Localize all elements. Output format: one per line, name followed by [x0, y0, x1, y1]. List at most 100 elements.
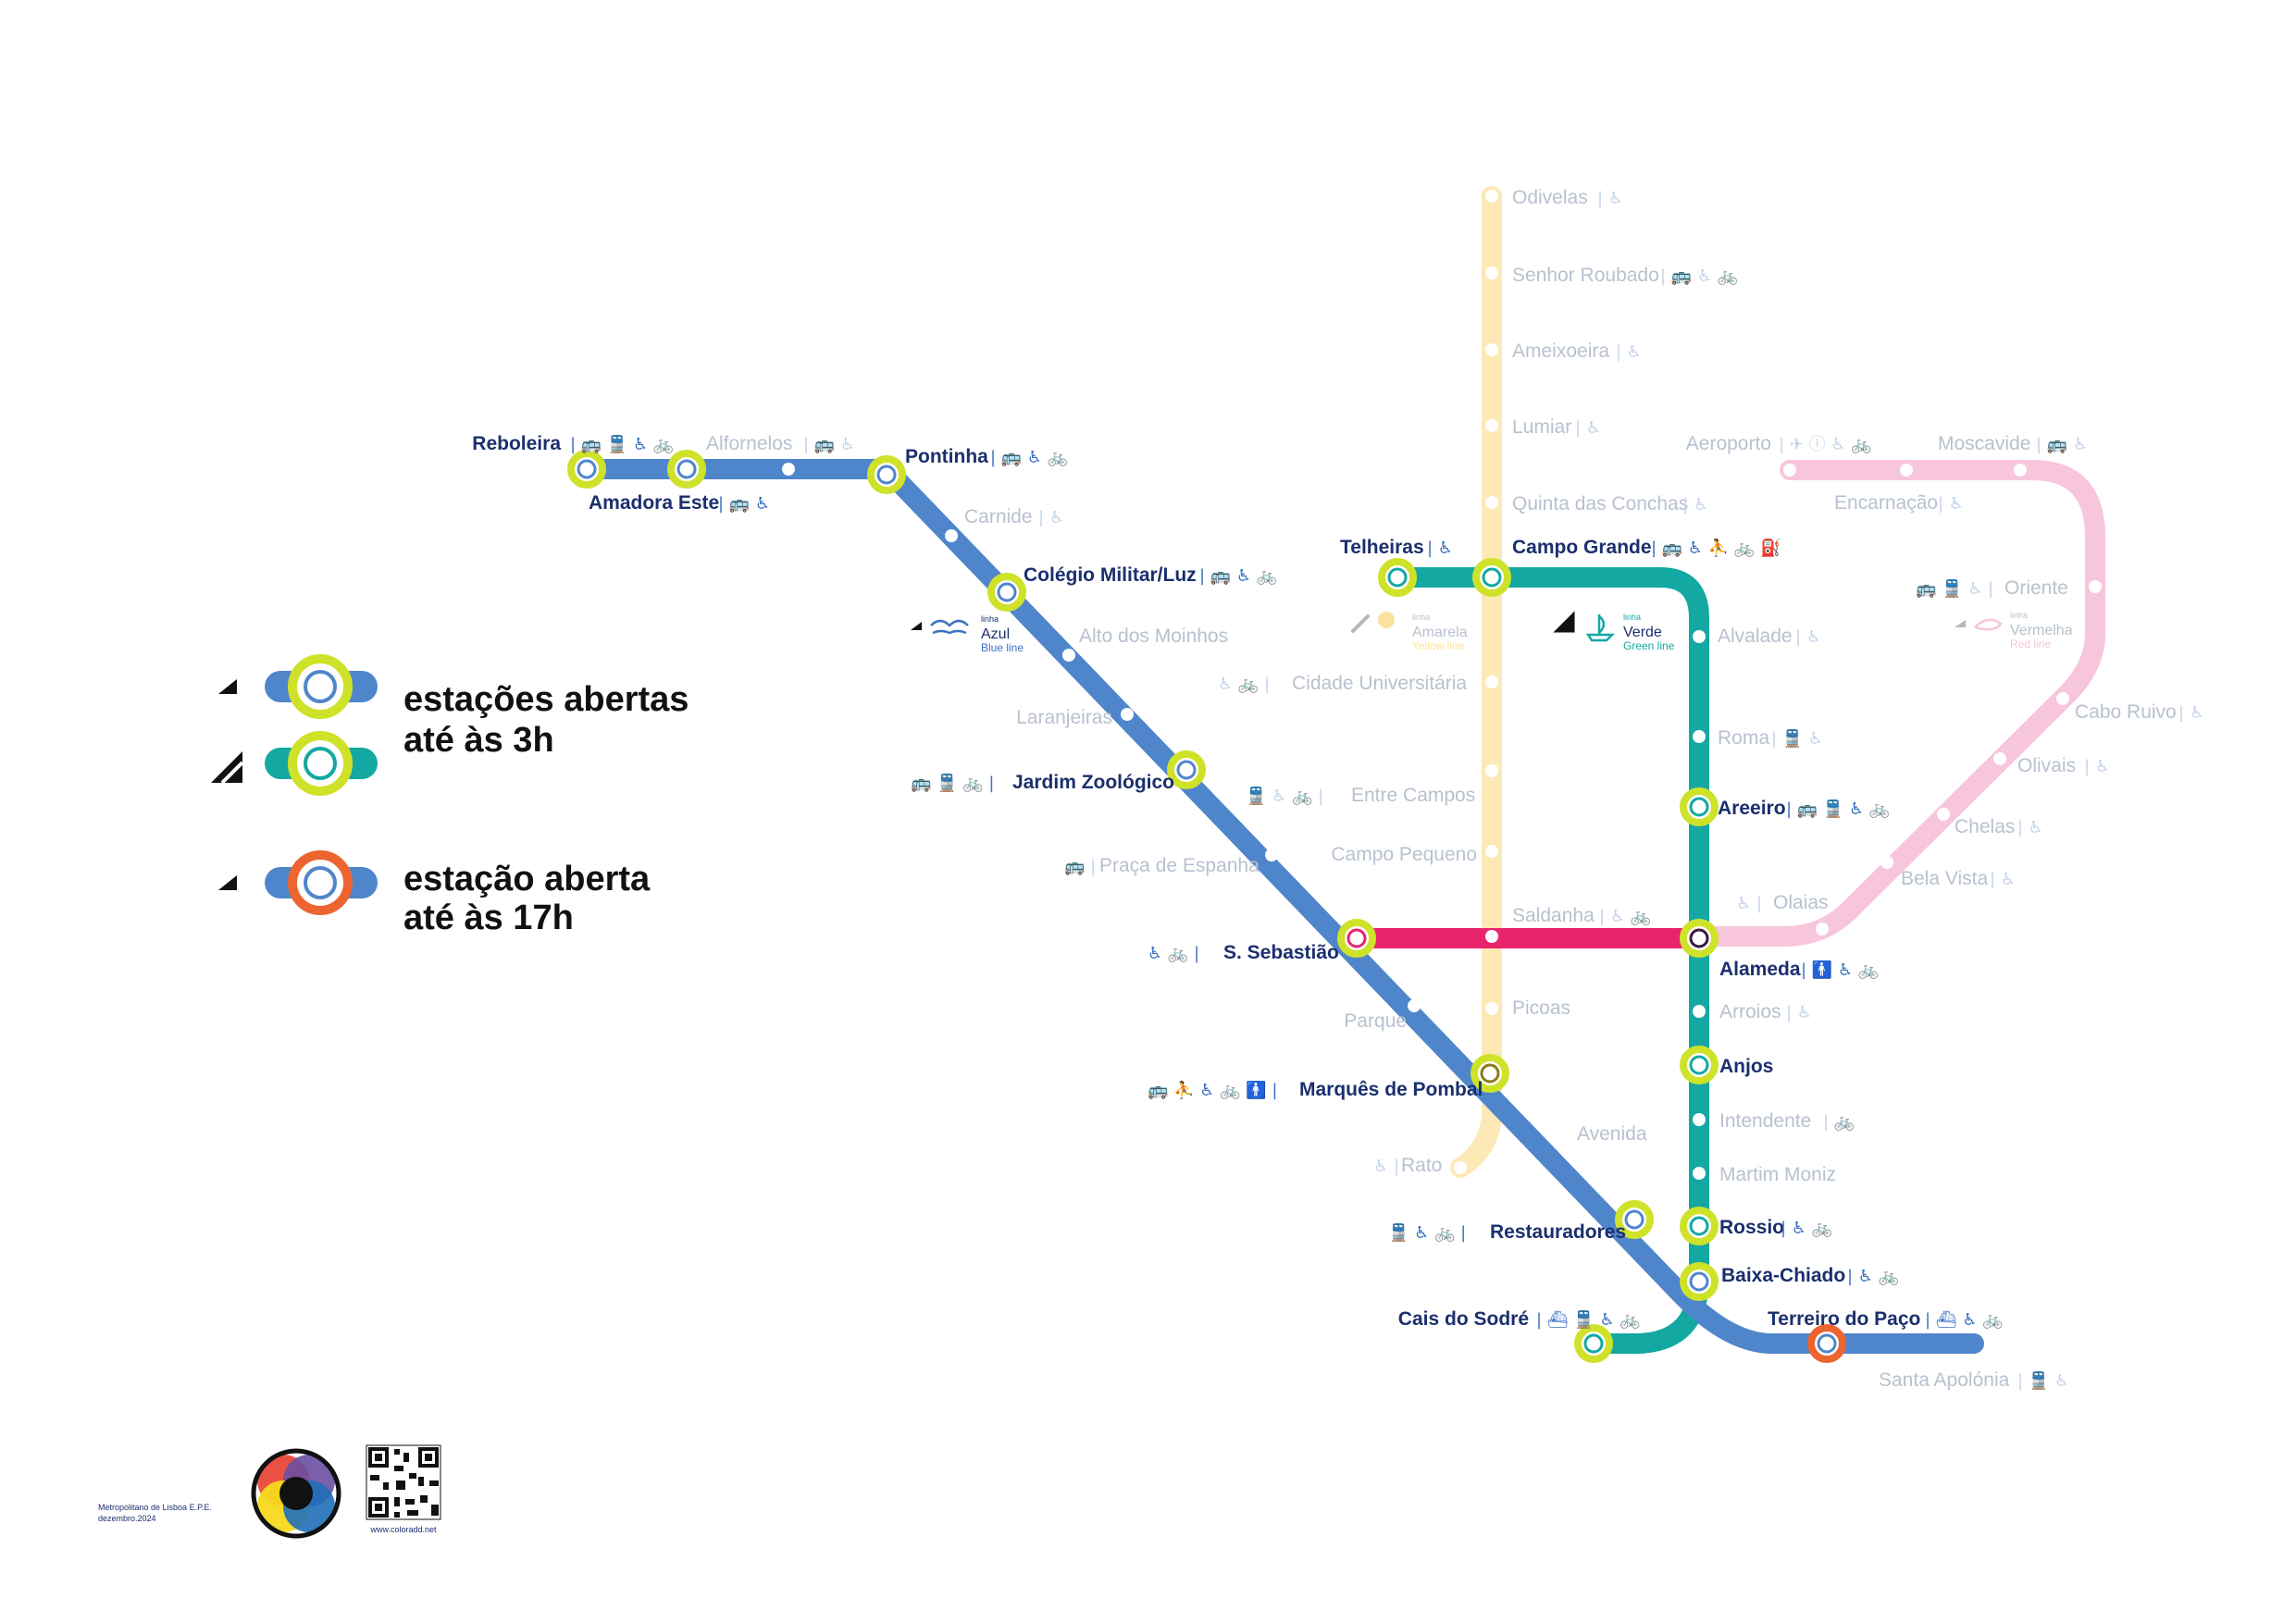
station-marker-terreiro-paco[interactable]: [1807, 1324, 1846, 1363]
icons-odivelas: | ♿: [1597, 189, 1623, 208]
station-marker-marques-pombal[interactable]: [1471, 1054, 1509, 1093]
footer: Metropolitano de Lisboa E.P.E. dezembro.…: [98, 1444, 441, 1539]
label-arroios: Arroios: [1719, 1001, 1781, 1022]
label-oriente: Oriente: [2004, 577, 2068, 599]
station-dot-olaias: [1816, 923, 1829, 935]
station-dot-aeroporto: [1783, 464, 1796, 477]
icons-olaias: ♿ |: [1736, 894, 1762, 913]
label-carnide: Carnide: [964, 506, 1033, 527]
icons-chelas: | ♿: [2017, 818, 2043, 837]
label-entre-campos: Entre Campos: [1351, 785, 1475, 806]
label-intendente: Intendente: [1719, 1110, 1811, 1132]
icons-senhor-roubado: | 🚌 ♿ 🚲: [1660, 266, 1738, 286]
caravel-icon: [1585, 614, 1616, 642]
sunflower-icon: [1378, 612, 1395, 628]
icons-praca-espanha: 🚌 |: [1064, 857, 1096, 876]
icons-rato: ♿ |: [1373, 1157, 1399, 1176]
station-dot-lumiar: [1485, 419, 1498, 432]
station-marker-areeiro[interactable]: [1680, 787, 1719, 826]
station-dot-oriente: [2089, 580, 2102, 593]
icons-carnide: | ♿: [1038, 508, 1064, 527]
icons-areeiro: | 🚌 🚆 ♿ 🚲: [1786, 799, 1890, 819]
icons-alameda: | 🚹 ♿ 🚲: [1801, 960, 1879, 980]
label-bela-vista: Bela Vista: [1901, 868, 1988, 889]
icons-amadora-este: | 🚌 ♿: [718, 494, 770, 514]
coloradd-yellow-icon: [1351, 614, 1370, 633]
icons-telheiras: | ♿: [1427, 539, 1453, 558]
station-marker-pontinha[interactable]: [867, 455, 906, 494]
legend-label-open-17h-1: estação aberta: [403, 860, 651, 898]
footer-url: www.coloradd.net: [369, 1525, 437, 1534]
station-marker-cais-sodre[interactable]: [1574, 1324, 1613, 1363]
label-senhor-roubado: Senhor Roubado: [1512, 265, 1659, 286]
icons-s-sebastiao: ♿ 🚲 |: [1148, 944, 1199, 963]
badge-blue-line: linha Azul Blue line: [911, 614, 1024, 654]
legend-inner-2: [304, 747, 337, 780]
label-moscavide: Moscavide: [1938, 433, 2030, 454]
label-avenida: Avenida: [1577, 1123, 1647, 1145]
icons-cabo-ruivo: | ♿: [2178, 703, 2204, 723]
icons-quinta-conchas: | ♿: [1682, 495, 1708, 514]
station-marker-rossio[interactable]: [1680, 1207, 1719, 1245]
blue-line: [577, 459, 1984, 1354]
label-campo-pequeno: Campo Pequeno: [1331, 844, 1477, 865]
station-dot-picoas: [1485, 1002, 1498, 1015]
icons-alfornelos: | 🚌 ♿: [803, 435, 855, 454]
label-marques-pombal: Marquês de Pombal: [1299, 1079, 1483, 1100]
label-ameixoeira: Ameixoeira: [1512, 341, 1609, 362]
station-dot-chelas: [1937, 808, 1950, 821]
station-dot-moscavide: [2014, 464, 2027, 477]
label-odivelas: Odivelas: [1512, 187, 1588, 208]
compass-rose-icon: [1974, 618, 2003, 631]
station-marker-baixa-chiado[interactable]: [1680, 1262, 1719, 1301]
svg-text:Vermelha: Vermelha: [2010, 623, 2073, 638]
station-dot-alto-moinhos: [1062, 649, 1075, 662]
station-marker-amadora-este[interactable]: [667, 450, 706, 489]
station-marker-reboleira[interactable]: [567, 450, 606, 489]
label-reboleira: Reboleira: [472, 433, 561, 454]
legend-inner-1: [304, 670, 337, 703]
station-dot-entre-campos: [1485, 764, 1498, 777]
station-dot-ameixoeira: [1485, 343, 1498, 356]
badge-green-line: linha Verde Green line: [1553, 611, 1675, 652]
icons-cidade-universitaria: ♿ 🚲 |: [1218, 675, 1270, 694]
station-marker-telheiras[interactable]: [1378, 558, 1417, 597]
station-dot-cabo-ruivo: [2056, 692, 2069, 705]
label-telheiras: Telheiras: [1340, 537, 1424, 558]
minor-station-dots: [782, 190, 2102, 1180]
icons-intendente: | 🚲: [1823, 1112, 1855, 1132]
station-dot-campo-pequeno: [1485, 845, 1498, 858]
label-rossio: Rossio: [1719, 1217, 1784, 1238]
station-marker-campo-grande[interactable]: [1472, 558, 1511, 597]
station-dot-praca-espanha: [1265, 849, 1278, 861]
coloradd-red-icon: [1955, 620, 1966, 627]
station-dot-odivelas: [1485, 190, 1498, 203]
qr-code: [366, 1444, 441, 1520]
coloradd-blue-icon: [218, 679, 237, 694]
label-alameda: Alameda: [1719, 959, 1801, 980]
label-aeroporto: Aeroporto: [1686, 433, 1771, 454]
label-roma: Roma: [1718, 727, 1769, 749]
station-dot-alvalade: [1693, 630, 1706, 643]
station-dot-intendente: [1693, 1113, 1706, 1126]
label-martim-moniz: Martim Moniz: [1719, 1164, 1836, 1185]
icons-ameixoeira: | ♿: [1616, 342, 1642, 362]
coloradd-blue-icon-2: [218, 875, 237, 890]
label-colegio-militar: Colégio Militar/Luz: [1024, 564, 1197, 586]
label-alto-moinhos: Alto dos Moinhos: [1079, 626, 1228, 647]
station-marker-anjos[interactable]: [1680, 1046, 1719, 1084]
station-marker-alameda[interactable]: [1680, 919, 1719, 958]
label-baixa-chiado: Baixa-Chiado: [1721, 1265, 1845, 1286]
icons-colegio-militar: | 🚌 ♿ 🚲: [1199, 566, 1277, 586]
station-marker-colegio-militar[interactable]: [987, 573, 1026, 612]
icons-santa-apolonia: | 🚆 ♿: [2017, 1370, 2069, 1391]
station-dot-cidade-universitaria: [1485, 675, 1498, 688]
station-marker-s-sebastiao[interactable]: [1337, 919, 1376, 958]
icons-alvalade: | ♿: [1795, 627, 1821, 647]
coloradd-green-legend-icon: [211, 751, 242, 783]
station-marker-jardim-zoologico[interactable]: [1167, 750, 1206, 789]
legend: estações abertas até às 3h estação abert…: [211, 654, 689, 937]
station-dot-senhor-roubado: [1485, 266, 1498, 279]
station-marker-restauradores[interactable]: [1615, 1200, 1654, 1239]
badge-red-line: linha Vermelha Red line: [1955, 611, 2073, 650]
